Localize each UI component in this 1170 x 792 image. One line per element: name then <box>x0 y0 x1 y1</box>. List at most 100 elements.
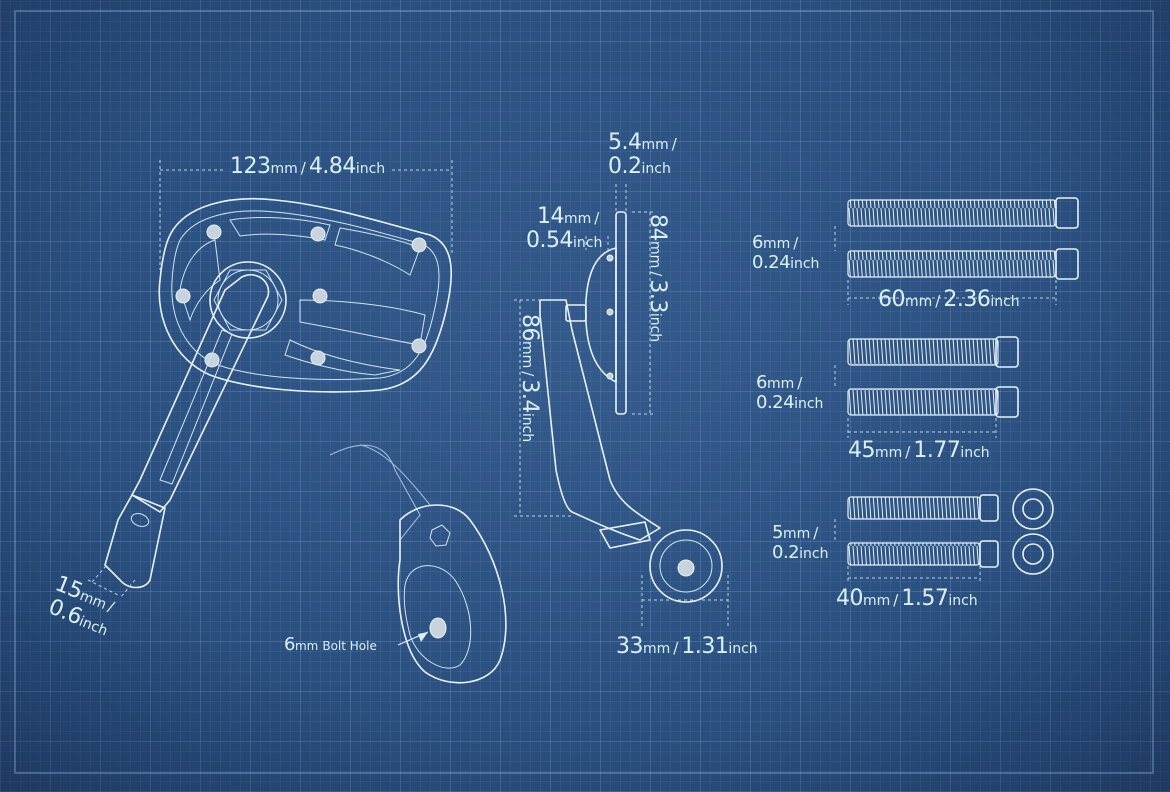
separator: / <box>300 159 306 177</box>
unit-mm: mm <box>875 445 903 461</box>
unit-mm: mm <box>294 639 319 653</box>
unit-mm: mm <box>762 236 791 252</box>
bolt-45mm <box>847 338 999 366</box>
mirror-height-label: 84mm / 3.3inch <box>645 214 670 343</box>
screw-hole <box>175 288 191 304</box>
mirror-front-view <box>104 197 453 589</box>
unit-mm: mm <box>863 593 891 609</box>
value-mm: 6 <box>756 372 767 393</box>
unit-inch: inch <box>790 256 820 272</box>
value-mm: 60 <box>878 287 906 312</box>
mirror-side-view <box>539 211 723 603</box>
value-mm: 86 <box>517 314 542 341</box>
unit-inch: inch <box>990 294 1020 310</box>
bolt-2-length-label: 45mm/1.77inch <box>848 440 990 462</box>
separator: / <box>793 234 799 252</box>
arm-height-label: 86mm / 3.4inch <box>517 314 542 443</box>
value-mm: 123 <box>230 154 271 179</box>
value-mm: 45 <box>848 438 876 463</box>
glass-thickness-label: 5.4mm/ 0.2inch <box>608 132 680 180</box>
screw-hole <box>312 288 328 304</box>
unit-mm: mm <box>519 341 535 369</box>
mirror-housing <box>584 247 617 383</box>
unit-inch: inch <box>794 396 824 412</box>
unit-inch: inch <box>799 546 829 562</box>
side-arm <box>539 299 661 541</box>
separator: / <box>935 292 941 310</box>
value-inch: 3.4 <box>517 379 542 413</box>
unit-inch: inch <box>355 161 386 177</box>
separator: / <box>519 371 537 377</box>
bolt-40mm <box>847 496 981 520</box>
value-mm: 5 <box>772 522 783 543</box>
bolt-1-length-label: 60mm/2.36inch <box>878 289 1020 311</box>
clamp-perspective-view <box>329 444 507 684</box>
value-inch: 0.2 <box>772 542 800 563</box>
mirror-outline <box>158 197 453 393</box>
unit-inch: inch <box>728 641 758 657</box>
bolt-3-diameter-label: 5mm/ 0.2inch <box>772 524 828 564</box>
unit-mm: mm <box>905 294 933 310</box>
separator: / <box>594 209 600 227</box>
value-inch: 0.24 <box>752 252 791 273</box>
bolt-hole-text: Bolt Hole <box>322 639 377 653</box>
value-inch: 4.84 <box>308 154 356 179</box>
screw-hole <box>411 237 427 253</box>
bolt-45mm <box>847 388 999 416</box>
value-inch: 3.3 <box>645 279 670 313</box>
unit-inch: inch <box>641 161 671 177</box>
value-mm: 5.4 <box>608 130 642 155</box>
unit-inch: inch <box>647 312 663 343</box>
value-inch: 2.36 <box>943 287 991 312</box>
washer <box>1012 488 1054 530</box>
blueprint-frame <box>14 10 1154 774</box>
value-mm: 6 <box>752 232 763 253</box>
unit-mm: mm <box>782 526 811 542</box>
value-inch: 0.2 <box>608 154 642 179</box>
unit-mm: mm <box>641 137 669 153</box>
mirror-glass <box>615 211 627 415</box>
bolt-40mm <box>847 542 981 566</box>
clamp-body <box>397 504 507 684</box>
value-inch: 1.77 <box>913 438 961 463</box>
value-inch: 0.24 <box>756 392 795 413</box>
separator: / <box>647 271 665 277</box>
unit-inch: inch <box>519 412 535 443</box>
bolt-3-length-label: 40mm/1.57inch <box>836 588 978 610</box>
dimension-lines <box>87 160 1057 628</box>
separator: / <box>813 524 819 542</box>
unit-mm: mm <box>563 211 592 227</box>
arm-clamp <box>104 494 166 589</box>
bolt-2-diameter-label: 6mm/ 0.24inch <box>756 374 823 414</box>
value-inch: 1.57 <box>901 586 949 611</box>
unit-mm: mm <box>270 161 298 177</box>
separator: / <box>893 591 899 609</box>
separator: / <box>797 374 803 392</box>
separator: / <box>671 135 677 153</box>
unit-mm: mm <box>766 376 795 392</box>
separator: / <box>905 443 911 461</box>
unit-inch: inch <box>960 445 990 461</box>
housing-depth-label: 14mm/ 0.54inch <box>526 206 602 254</box>
value-mm: 6 <box>284 634 295 655</box>
screw-hole <box>206 224 222 240</box>
unit-inch: inch <box>572 235 603 251</box>
screw-hole <box>310 226 326 242</box>
value-mm: 33 <box>616 634 644 659</box>
unit-mm: mm <box>643 641 671 657</box>
value-mm: 14 <box>536 204 565 229</box>
bolt-60mm <box>847 250 1057 278</box>
unit-mm: mm <box>647 241 663 269</box>
screw-hole <box>411 338 427 354</box>
value-inch: 1.31 <box>681 634 729 659</box>
value-mm: 40 <box>836 586 864 611</box>
mirror-width-label: 123mm/4.84inch <box>230 156 385 178</box>
value-mm: 84 <box>645 214 670 241</box>
separator: / <box>673 639 679 657</box>
clamp-diameter-label: 33mm/1.31inch <box>616 636 758 658</box>
unit-inch: inch <box>948 593 978 609</box>
value-inch: 0.54 <box>526 228 573 253</box>
side-clamp-ring <box>649 529 723 603</box>
